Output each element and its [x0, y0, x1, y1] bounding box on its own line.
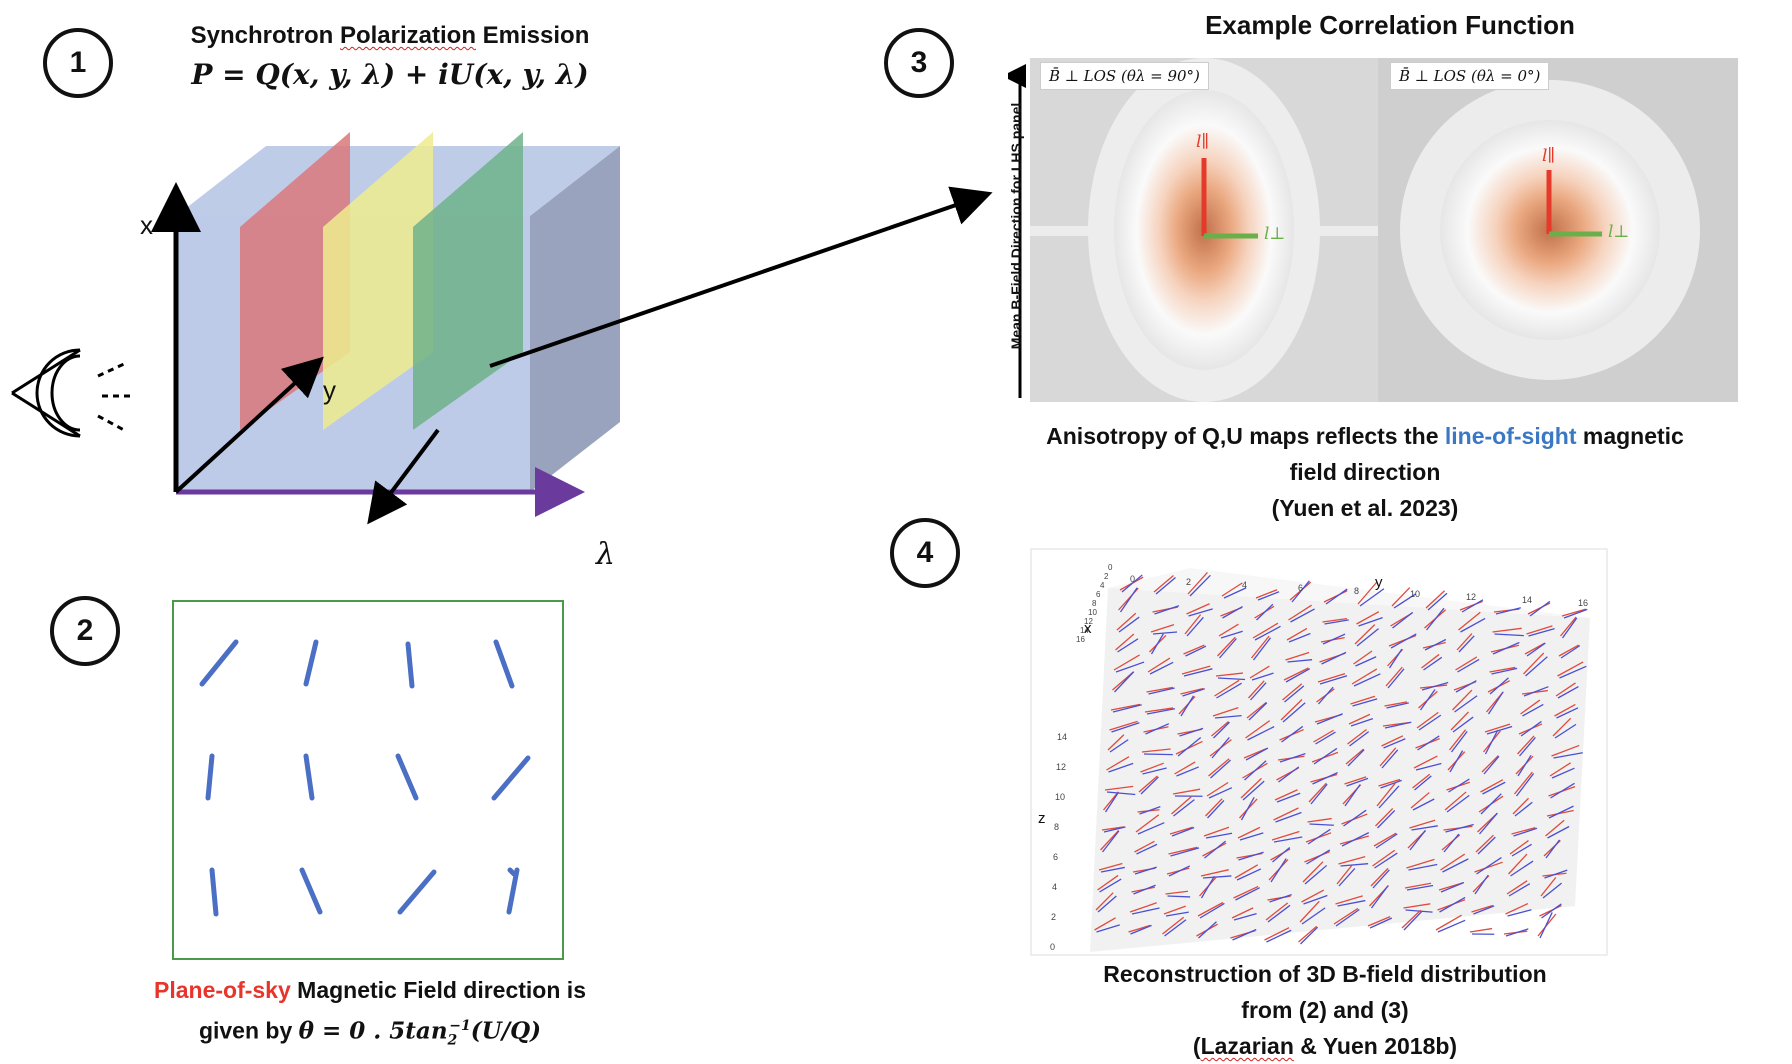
y-tick-label: 16: [1578, 598, 1588, 608]
x-tick-label: 6: [1096, 590, 1101, 599]
x-tick-label: 10: [1088, 608, 1097, 617]
y-tick-label: 6: [1298, 583, 1303, 593]
field-vector-blue: [1144, 754, 1173, 755]
lambda-axis-label: λ: [596, 537, 615, 572]
correlation-maps: [1030, 58, 1738, 402]
x-tick-label: 8: [1092, 599, 1097, 608]
plot-z-axis-label: z: [1038, 810, 1046, 827]
y-tick-label: 2: [1186, 577, 1191, 587]
y-axis-label: y: [323, 375, 336, 406]
panel-3-title: Example Correlation Function: [1040, 10, 1740, 41]
z-tick-label: 12: [1056, 762, 1066, 772]
plot-x-axis-label: x: [1084, 620, 1092, 637]
z-tick-label: 10: [1055, 792, 1065, 802]
mean-b-field-label: Mean B-Field Direction for LHS panel: [1008, 55, 1024, 397]
y-tick-label: 10: [1410, 589, 1420, 599]
z-tick-label: 0: [1050, 942, 1055, 952]
arrow-to-panel-3: [480, 180, 1000, 380]
field-vector: [510, 870, 514, 874]
plot-y-axis-label: y: [1375, 574, 1383, 591]
z-tick-label: 8: [1054, 822, 1059, 832]
x-tick-label: 4: [1100, 581, 1105, 590]
panel-3-caption: Anisotropy of Q,U maps reflects the line…: [1005, 418, 1725, 526]
eye-icon: [12, 350, 132, 436]
panel-4-number: 4: [890, 518, 960, 588]
polarization-equation: P = Q(x, y, λ) + iU(x, y, λ): [170, 58, 610, 91]
y-tick-label: 14: [1522, 595, 1532, 605]
l-parallel-left: l∥: [1196, 132, 1209, 152]
panel-3-number: 3: [884, 28, 954, 98]
panel-4-caption: Reconstruction of 3D B-field distributio…: [1045, 956, 1605, 1064]
z-tick-label: 14: [1057, 732, 1067, 742]
z-tick-label: 2: [1051, 912, 1056, 922]
y-tick-label: 4: [1242, 580, 1247, 590]
x-axis-label: x: [140, 210, 153, 241]
x-tick-label: 2: [1104, 572, 1109, 581]
plane-of-sky-box: [172, 600, 566, 964]
left-map-label: B̄ ⊥ LOS (θλ = 90°): [1040, 62, 1209, 90]
y-tick-label: 0: [1130, 574, 1135, 584]
field-vector-blue: [1168, 896, 1191, 897]
z-tick-label: 4: [1052, 882, 1057, 892]
z-tick-label: 6: [1053, 852, 1058, 862]
l-perp-right: l⊥: [1608, 222, 1629, 242]
y-tick-label: 12: [1466, 592, 1476, 602]
panel-1-number: 1: [43, 28, 113, 98]
x-tick-label: 0: [1108, 563, 1113, 572]
y-tick-label: 8: [1354, 586, 1359, 596]
panel-1-title: Synchrotron Polarization Emission: [170, 22, 610, 50]
right-map-label: B̄ ⊥ LOS (θλ = 0°): [1390, 62, 1549, 90]
l-perp-left: l⊥: [1264, 224, 1285, 244]
panel-2-number: 2: [50, 596, 120, 666]
panel-2-caption: Plane-of-sky Magnetic Field direction is…: [110, 972, 630, 1058]
l-parallel-right: l∥: [1542, 146, 1555, 166]
